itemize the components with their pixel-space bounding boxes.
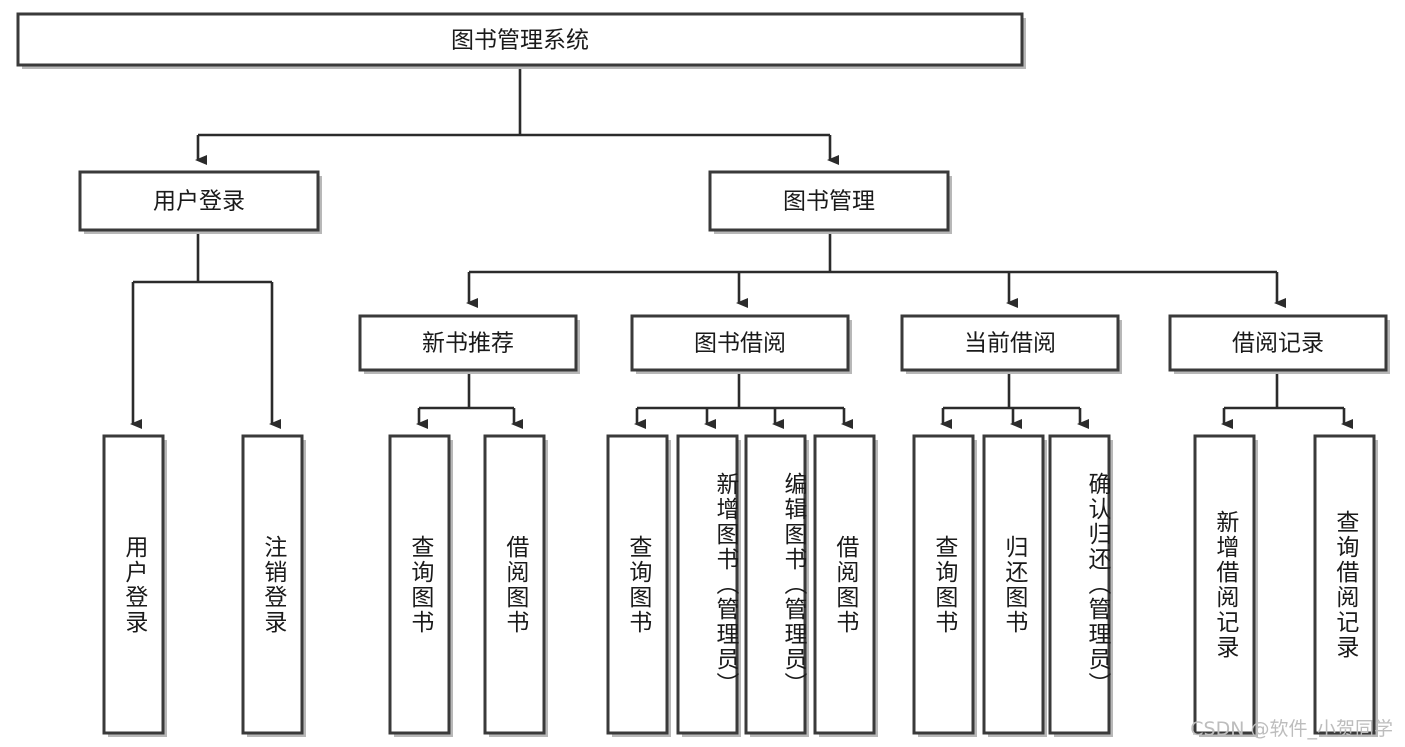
node-new-book-recommend[interactable]: 新书推荐 xyxy=(358,314,580,374)
node-book-borrow[interactable]: 图书借阅 xyxy=(630,314,852,374)
node-borrow-record[interactable]: 借阅记录 xyxy=(1168,314,1390,374)
connector-group xyxy=(130,65,1353,429)
node-book-borrow-label: 图书借阅 xyxy=(694,331,786,357)
leaf-book-borrow-4[interactable] xyxy=(813,434,878,737)
node-user-login[interactable]: 用户登录 xyxy=(78,170,322,234)
leaf-book-borrow-1[interactable] xyxy=(606,434,671,737)
leaf-user-login-2[interactable] xyxy=(241,434,306,737)
node-new-book-recommend-label: 新书推荐 xyxy=(422,331,514,357)
node-current-borrow-label: 当前借阅 xyxy=(964,331,1056,357)
leaf-book-borrow-2[interactable] xyxy=(676,434,741,737)
leaf-new-book-1[interactable] xyxy=(388,434,453,737)
leaf-current-borrow-3[interactable] xyxy=(1048,434,1113,737)
leaf-borrow-record-1[interactable] xyxy=(1193,434,1258,737)
leaf-borrow-record-2[interactable] xyxy=(1313,434,1378,737)
leaf-current-borrow-2[interactable] xyxy=(982,434,1047,737)
leaf-book-borrow-3[interactable] xyxy=(744,434,809,737)
node-root-label: 图书管理系统 xyxy=(451,28,589,54)
node-current-borrow[interactable]: 当前借阅 xyxy=(900,314,1122,374)
node-root[interactable]: 图书管理系统 xyxy=(16,12,1026,69)
node-book-manage[interactable]: 图书管理 xyxy=(708,170,952,234)
csdn-watermark: CSDN @软件_小贺同学 xyxy=(1190,718,1393,740)
node-book-manage-label: 图书管理 xyxy=(783,189,875,215)
node-borrow-record-label: 借阅记录 xyxy=(1232,331,1324,357)
leaf-current-borrow-1[interactable] xyxy=(912,434,977,737)
leaf-new-book-2[interactable] xyxy=(483,434,548,737)
node-user-login-label: 用户登录 xyxy=(153,189,245,215)
leaf-user-login-1[interactable] xyxy=(102,434,167,737)
